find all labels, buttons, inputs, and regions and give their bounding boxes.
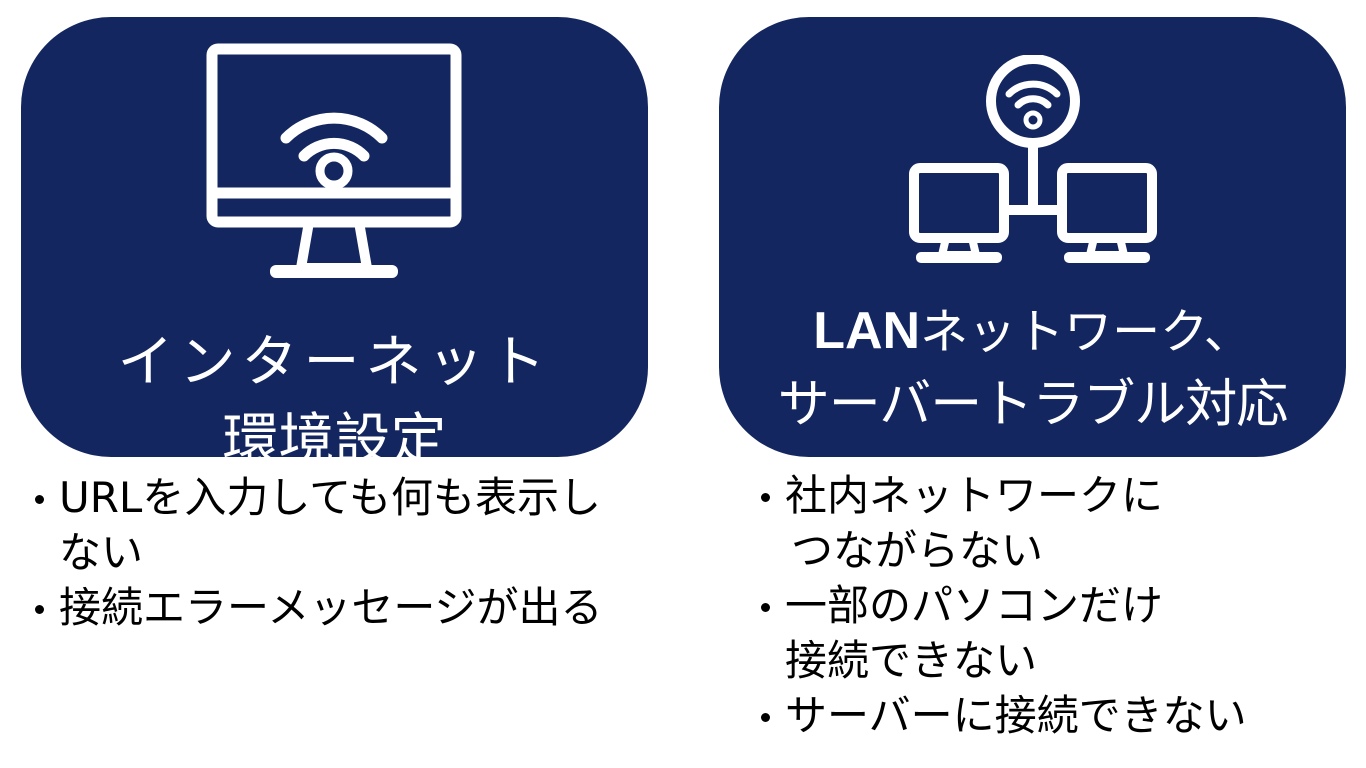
panel-title-bold: LAN bbox=[813, 302, 921, 360]
lan-issues-list: 社内ネットワークに つながらない 一部のパソコンだけ 接続できない サーバーに接… bbox=[753, 468, 1247, 743]
panel-title-line1: インターネット bbox=[117, 330, 552, 395]
list-item: 接続エラーメッセージが出る bbox=[27, 580, 602, 635]
bullet-dot-icon bbox=[35, 495, 44, 504]
list-item: サーバーに接続できない bbox=[753, 688, 1247, 743]
panel-title-line2: サーバートラブル対応 bbox=[777, 375, 1288, 435]
panel-title-line2: 環境設定 bbox=[222, 408, 447, 458]
list-item: 社内ネットワークに つながらない bbox=[753, 468, 1247, 578]
bullet-dot-icon bbox=[761, 603, 770, 612]
internet-issues-list: URLを入力しても何も表示し ない 接続エラーメッセージが出る bbox=[27, 470, 602, 635]
list-item-line1: URLを入力しても何も表示し bbox=[59, 473, 601, 522]
list-item-line2: つながらない bbox=[791, 526, 1044, 575]
lan-server-panel: LANネットワーク、 サーバートラブル対応 bbox=[719, 17, 1346, 457]
list-item-line1: 社内ネットワークに bbox=[785, 471, 1164, 520]
monitor-wifi-icon bbox=[206, 43, 462, 278]
list-item-line1: 一部のパソコンだけ bbox=[785, 581, 1164, 630]
list-item: 一部のパソコンだけ 接続できない bbox=[753, 578, 1247, 688]
list-item: URLを入力しても何も表示し ない bbox=[27, 470, 602, 580]
list-item-line2: 接続できない bbox=[785, 636, 1038, 685]
panel-title-rest: ネットワーク、 bbox=[920, 304, 1252, 360]
bullet-dot-icon bbox=[35, 605, 44, 614]
list-item-line1: サーバーに接続できない bbox=[785, 691, 1247, 740]
list-item-line1: 接続エラーメッセージが出る bbox=[59, 583, 603, 632]
bullet-dot-icon bbox=[761, 493, 770, 502]
bullet-dot-icon bbox=[761, 713, 770, 722]
lan-network-icon bbox=[909, 55, 1157, 263]
list-item-line2: ない bbox=[59, 528, 144, 577]
panel-title-line1: LANネットワーク、 bbox=[719, 305, 1346, 357]
internet-settings-panel: インターネット 環境設定 bbox=[21, 17, 648, 457]
